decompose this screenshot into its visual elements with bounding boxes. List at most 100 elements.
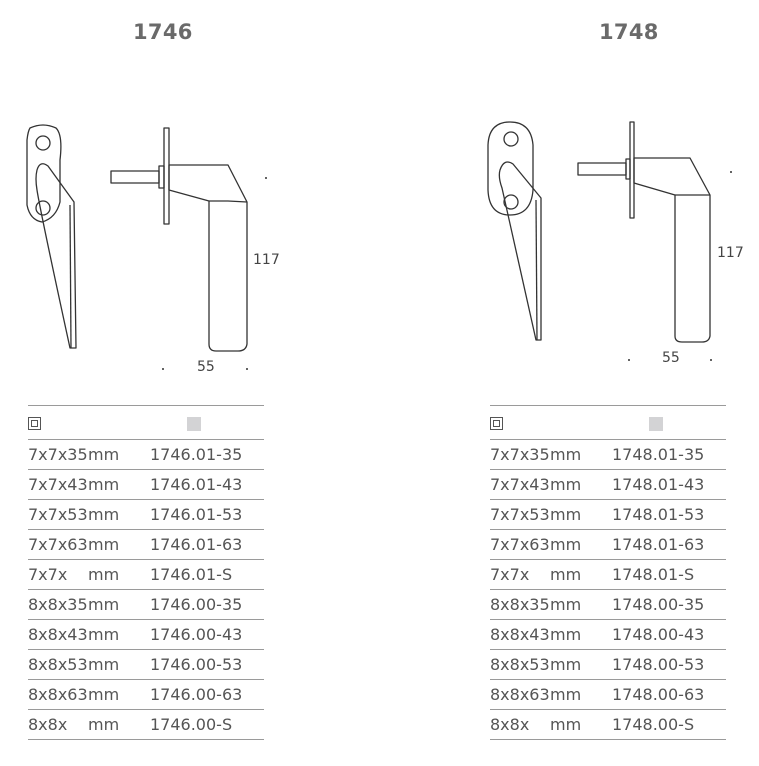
article-number-cell: 1746.00-35 bbox=[150, 589, 264, 620]
size-cell: 8x8x mm bbox=[28, 709, 150, 740]
size-unit: mm bbox=[550, 535, 582, 554]
size-value: 8x8x35 bbox=[28, 595, 88, 614]
rosette-side bbox=[163, 127, 170, 225]
size-value: 8x8x63 bbox=[28, 685, 88, 704]
size-value: 8x8x43 bbox=[490, 625, 550, 644]
spindle bbox=[110, 170, 160, 184]
square-spindle-icon bbox=[490, 417, 503, 430]
article-number-cell: 1746.00-63 bbox=[150, 679, 264, 710]
article-number-cell: 1748.01-43 bbox=[612, 469, 726, 500]
size-unit: mm bbox=[88, 475, 120, 494]
size-unit: mm bbox=[550, 505, 582, 524]
lever-edge bbox=[69, 204, 72, 349]
table-header bbox=[28, 405, 264, 440]
size-unit: mm bbox=[88, 535, 120, 554]
size-cell: 8x8x43mm bbox=[28, 619, 150, 650]
article-number-cell: 1748.01-S bbox=[612, 559, 726, 590]
size-unit: mm bbox=[550, 565, 582, 584]
article-number-cell: 1748.00-63 bbox=[612, 679, 726, 710]
width-dimension: 55 bbox=[662, 350, 680, 366]
size-unit: mm bbox=[88, 655, 120, 674]
size-unit: mm bbox=[550, 655, 582, 674]
size-cell: 8x8x43mm bbox=[490, 619, 612, 650]
screw-hole-top bbox=[35, 135, 51, 151]
lever-side-edge bbox=[209, 200, 248, 203]
lever-edge bbox=[535, 199, 538, 341]
article-number-cell: 1746.00-43 bbox=[150, 619, 264, 650]
size-unit: mm bbox=[88, 445, 120, 464]
size-cell: 7x7x63mm bbox=[28, 529, 150, 560]
screw-hole-bottom bbox=[503, 194, 519, 210]
size-value: 7x7x43 bbox=[490, 475, 550, 494]
size-value: 8x8x bbox=[28, 715, 68, 734]
size-cell: 8x8x35mm bbox=[490, 589, 612, 620]
size-unit: mm bbox=[550, 595, 582, 614]
handle-drawing bbox=[26, 124, 248, 352]
size-value: 8x8x35 bbox=[490, 595, 550, 614]
size-cell: 8x8x63mm bbox=[28, 679, 150, 710]
spindle bbox=[577, 162, 627, 176]
size-value: 8x8x43 bbox=[28, 625, 88, 644]
table-row: 8x8x63mm 1748.00-63 bbox=[490, 679, 726, 710]
size-cell: 7x7x43mm bbox=[28, 469, 150, 500]
size-unit: mm bbox=[550, 715, 582, 734]
header-cell bbox=[612, 405, 726, 440]
article-number-cell: 1746.01-53 bbox=[150, 499, 264, 530]
size-unit: mm bbox=[88, 715, 120, 734]
lever-side bbox=[633, 157, 711, 343]
dimension-marker bbox=[246, 368, 248, 370]
size-cell: 8x8x35mm bbox=[28, 589, 150, 620]
article-number-cell: 1748.00-53 bbox=[612, 649, 726, 680]
dimension-marker bbox=[628, 359, 630, 361]
article-number-cell: 1746.00-53 bbox=[150, 649, 264, 680]
lever-side bbox=[168, 164, 248, 352]
size-unit: mm bbox=[550, 625, 582, 644]
height-dimension: 117 bbox=[717, 245, 744, 261]
size-cell: 7x7x43mm bbox=[490, 469, 612, 500]
size-value: 7x7x63 bbox=[490, 535, 550, 554]
article-number-cell: 1748.01-53 bbox=[612, 499, 726, 530]
article-number-cell: 1748.00-35 bbox=[612, 589, 726, 620]
size-value: 7x7x43 bbox=[28, 475, 88, 494]
size-value: 7x7x35 bbox=[490, 445, 550, 464]
article-number-cell: 1746.00-S bbox=[150, 709, 264, 740]
size-unit: mm bbox=[550, 475, 582, 494]
size-unit: mm bbox=[550, 685, 582, 704]
collar bbox=[158, 165, 165, 189]
dimension-marker bbox=[730, 171, 732, 173]
product-title: 1746 bbox=[133, 20, 193, 44]
height-dimension: 117 bbox=[253, 252, 280, 268]
size-value: 7x7x bbox=[28, 565, 68, 584]
screw-hole-bottom bbox=[35, 200, 51, 216]
article-number-cell: 1748.00-43 bbox=[612, 619, 726, 650]
article-number-cell: 1748.00-S bbox=[612, 709, 726, 740]
size-value: 8x8x bbox=[490, 715, 530, 734]
product-title: 1748 bbox=[599, 20, 659, 44]
header-cell bbox=[150, 405, 264, 440]
size-value: 8x8x63 bbox=[490, 685, 550, 704]
table-header bbox=[490, 405, 726, 440]
rosette-outline bbox=[26, 124, 62, 223]
lever-front bbox=[35, 163, 77, 349]
size-unit: mm bbox=[88, 505, 120, 524]
size-unit: mm bbox=[88, 685, 120, 704]
size-unit: mm bbox=[88, 565, 120, 584]
size-cell: 7x7x53mm bbox=[28, 499, 150, 530]
dimension-marker bbox=[162, 368, 164, 370]
